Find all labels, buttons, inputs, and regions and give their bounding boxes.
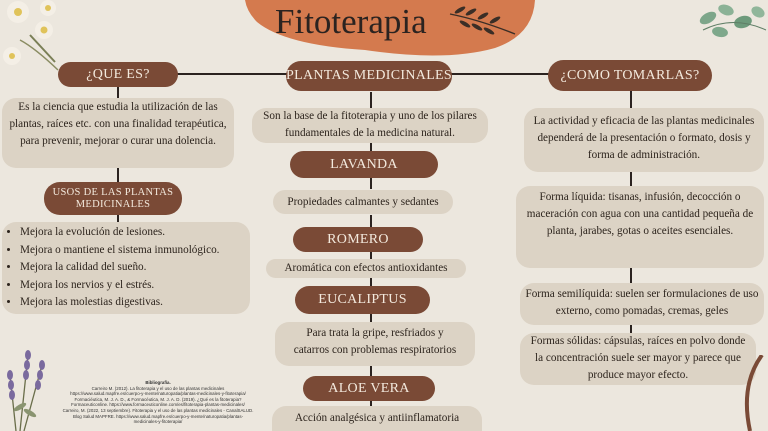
plant-desc-lavanda: Propiedades calmantes y sedantes [273,190,453,214]
bibliography-line: Formaceuticonline. https://www.formaceut… [71,402,245,408]
plant-label-eucaliptus: EUCALIPTUS [295,286,430,314]
bibliography-line: medicinales-y-fitoterapia/ [133,419,183,425]
bibliography-line: Blog Salud MAPFRE. https://www.salud.map… [72,413,244,419]
header-que-es: ¿QUE ES? [58,62,178,87]
bibliography: Bibliografía. Carreiro M. (2012). La fit… [40,380,276,425]
form-solida: Formas sólidas: cápsulas, raíces en polv… [520,333,756,385]
flower-decoration [3,0,59,71]
usos-label: USOS DE LAS PLANTAS MEDICINALES [44,182,182,215]
bibliography-line: Carreiro M. (2012). La fitoterapia y el … [91,385,225,391]
usos-list-item: Mejora la evolución de lesiones. [20,224,246,242]
plant-label-romero: ROMERO [293,227,423,252]
lavender-icon [7,350,45,431]
plant-desc-aloe-vera: Acción analgésica y antiinflamatoria [272,406,482,431]
usos-list-item: Mejora las molestias digestivas. [20,294,246,312]
plantas-description: Son la base de la fitoterapia y uno de l… [252,108,488,143]
bibliography-line: https://www.salud.mapfre.es/cuerpo-y-men… [70,391,246,397]
plant-label-lavanda: LAVANDA [290,151,438,178]
arc-decoration [744,355,764,431]
usos-list: Mejora la evolución de lesiones.Mejora o… [6,224,246,312]
page-title: Fitoterapia [275,2,427,41]
usos-list-item: Mejora o mantiene el sistema inmunológic… [20,242,246,260]
plant-desc-romero: Aromática con efectos antioxidantes [266,259,466,278]
header-plantas-medicinales: PLANTAS MEDICINALES [286,61,452,91]
bibliography-heading: Bibliografía. [145,380,171,385]
que-es-description: Es la ciencia que estudia la utilización… [2,98,234,168]
form-semiliquida: Forma semilíquida: suelen ser formulacio… [520,283,764,325]
usos-list-item: Mejora la calidad del sueño. [20,259,246,277]
usos-list-box: Mejora la evolución de lesiones.Mejora o… [2,222,250,314]
bibliography-line: Carreiro, M. (2022, 13 septiembre). Fito… [62,407,254,413]
plant-label-aloe-vera: ALOE VERA [303,376,435,401]
title-blob [245,0,535,56]
header-como-tomarlas: ¿COMO TOMARLAS? [548,60,712,91]
usos-list-item: Mejora los nervios y el estrés. [20,277,246,295]
form-liquida: Forma líquida: tisanas, infusión, decocc… [516,186,764,268]
como-intro: La actividad y eficacia de las plantas m… [524,108,764,172]
leaves-decoration [699,4,767,38]
plant-desc-eucaliptus: Para trata la gripe, resfriados y catarr… [275,322,475,366]
bibliography-line: Formaciéutica, M. J. A. D., & Formacéuti… [74,396,242,402]
